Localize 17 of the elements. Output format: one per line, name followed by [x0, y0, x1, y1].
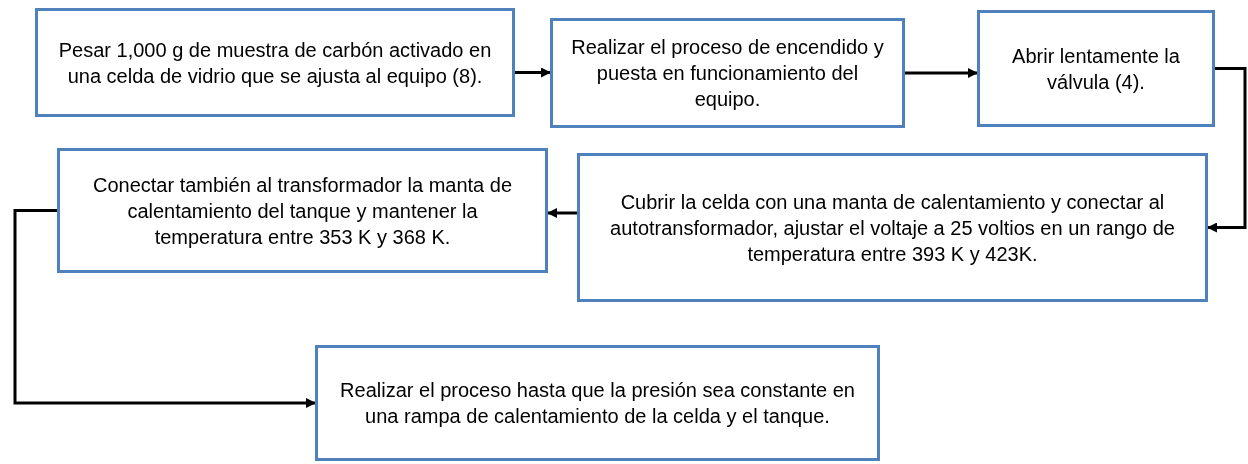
step-text: Pesar 1,000 g de muestra de carbón activado en una celda de vidrio que se ajusta al equipo (8).: [57, 37, 493, 89]
process-box: [977, 10, 1215, 127]
process-box: [35, 8, 515, 117]
step-text: Realizar el proceso hasta que la presión sea constante en una rampa de calentamiento de la celda y el tanque.: [339, 378, 856, 429]
step-text: Conectar también al transformador la manta de calentamiento del tanque y mantener la temperatura entre 353 K y 368 K.: [91, 172, 514, 250]
arrow: [515, 67, 551, 78]
process-box: [577, 153, 1208, 302]
step-text: Abrir lentamente la válvula (4).: [1011, 43, 1181, 95]
arrow: [547, 208, 577, 218]
step-text: Cubrir la celda con una manta de calentamiento y conectar al autotransformador, ajustar el voltaje a 25 voltios en un rango de temperatura entre 393 K y 423K.: [609, 189, 1176, 267]
process-box: [550, 18, 905, 128]
process-box: [315, 345, 880, 461]
arrow: [905, 68, 978, 78]
process-box: [57, 148, 548, 273]
step-text: Realizar el proceso de encendido y puesta en funcionamiento del equipo.: [570, 35, 885, 112]
arrow: [1207, 67, 1247, 233]
arrow: [13, 209, 316, 408]
